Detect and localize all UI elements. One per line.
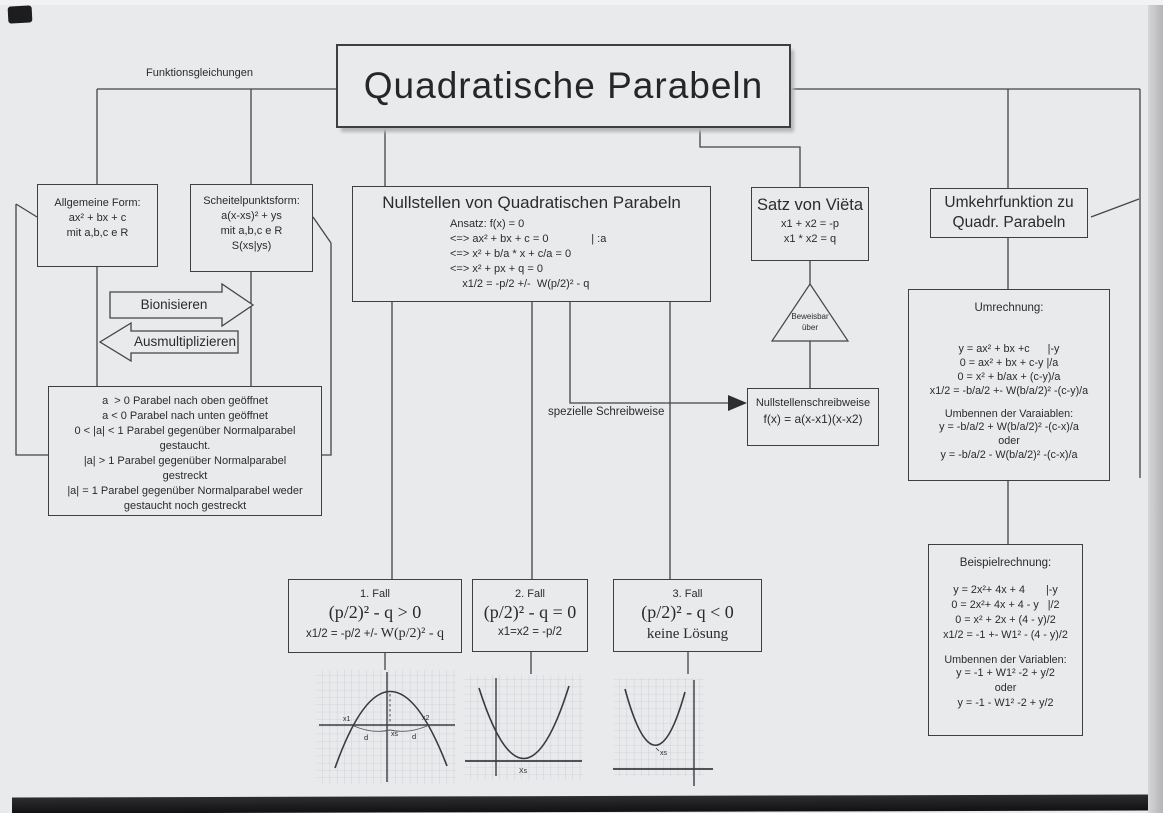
block-arrow-ausmultiplizieren	[98, 321, 239, 363]
beispielrechnung-derivation: y = 2x²+ 4x + 4 |-y 0 = 2x²+ 4x + 4 - y …	[943, 584, 1068, 641]
page-title: Quadratische Parabeln	[363, 65, 764, 106]
allgemeine-form-text: Allgemeine Form: ax² + bx + c mit a,b,c …	[54, 197, 141, 239]
beispielrechnung-title: Beispielrechnung:	[959, 557, 1052, 569]
box-fall-1: 1. Fall (p/2)² - q > 0 x1/2 = -p/2 +/- W…	[288, 579, 462, 653]
label-xs: xs	[391, 731, 399, 738]
label-x1: x1	[343, 716, 351, 723]
beispielrechnung-result: y = -1 + W1² -2 + y/2 oder y = -1 - W1² …	[956, 667, 1055, 709]
arrow-label-ausmultiplizieren: Ausmultiplizieren	[133, 334, 237, 349]
graph-fall-3: xs	[613, 678, 713, 786]
scan-artifact-top-edge	[0, 0, 1163, 5]
fall-1-result: x1/2 = -p/2 +/- W(p/2)² - q	[305, 626, 445, 641]
grid-paper	[464, 675, 583, 780]
umrechnung-derivation: y = ax² + bx +c |-y 0 = ax² + bx + c-y |…	[929, 343, 1089, 397]
fall-2-name: 2. Fall	[515, 588, 545, 600]
parabola-touching	[478, 685, 570, 760]
beispielrechnung-subtitle: Umbennen der Variablen:	[944, 654, 1067, 666]
fall-3-condition: (p/2)² - q < 0	[641, 602, 734, 622]
grid-paper	[614, 678, 704, 776]
fall-1-condition: (p/2)² - q > 0	[328, 602, 422, 622]
parabola-down	[334, 690, 448, 769]
block-arrow-bionisieren	[109, 282, 255, 328]
graph-fall-1: x1 x2 xs d d	[316, 670, 456, 784]
beweisbar-label-2: über	[801, 323, 818, 332]
distance-arcs	[353, 725, 428, 732]
graph-fall-2: Xs	[464, 675, 583, 780]
box-nullstellen: Nullstellen von Quadratischen Parabeln A…	[352, 186, 711, 302]
fall-2-condition: (p/2)² - q = 0	[483, 602, 577, 622]
scan-artifact-blob	[7, 5, 33, 24]
arrowhead-right-icon	[728, 395, 747, 411]
main-title-box: Quadratische Parabeln	[336, 44, 791, 128]
label-d-left: d	[364, 733, 368, 742]
scheitelpunktsform-text: Scheitelpunktsform: a(x-xs)² + ys mit a,…	[203, 195, 300, 252]
nullstellen-title: Nullstellen von Quadratischen Parabeln	[382, 193, 681, 212]
connector-lines	[15, 88, 1141, 674]
box-parabel-eigenschaften: a > 0 Parabel nach oben geöffnet a < 0 P…	[48, 386, 322, 516]
grid-paper	[316, 670, 456, 784]
box-umrechnung: Umrechnung: y = ax² + bx +c |-y 0 = ax² …	[908, 289, 1110, 481]
fall-1-name: 1. Fall	[360, 588, 390, 600]
box-scheitelpunktsform: Scheitelpunktsform: a(x-xs)² + ys mit a,…	[190, 184, 313, 272]
umrechnung-title: Umrechnung:	[974, 302, 1044, 314]
box-fall-2: 2. Fall (p/2)² - q = 0 x1=x2 = -p/2	[472, 579, 588, 652]
fall-3-name: 3. Fall	[672, 588, 703, 600]
parabel-eigenschaften-text: a > 0 Parabel nach oben geöffnet a < 0 P…	[67, 395, 303, 512]
vieta-formulas: x1 + x2 = -p x1 * x2 = q	[780, 218, 840, 245]
box-allgemeine-form: Allgemeine Form: ax² + bx + c mit a,b,c …	[37, 184, 158, 267]
umrechnung-result: y = -b/a/2 + W(b/a/2)² -(c-x)/a oder y =…	[939, 421, 1079, 461]
scan-artifact-right-edge	[1148, 0, 1163, 813]
umrechnung-subtitle: Umbennen der Varaiablen:	[944, 408, 1074, 420]
box-beispielrechnung: Beispielrechnung: y = 2x²+ 4x + 4 |-y 0 …	[928, 544, 1083, 736]
nullstellenschreibweise-formula: f(x) = a(x-x1)(x-x2)	[763, 412, 863, 426]
beweisbar-label-1: Beweisbar	[791, 312, 829, 321]
fall-3-result: keine Lösung	[646, 626, 729, 642]
arrow-label-bionisieren: Bionisieren	[140, 297, 208, 312]
parabola-above-axis	[624, 688, 686, 747]
scan-artifact-bottom-bar	[11, 794, 1163, 813]
umkehrfunktion-text: Umkehrfunktion zu Quadr. Parabeln	[944, 194, 1074, 231]
beweisbar-triangle	[770, 282, 850, 342]
box-fall-3: 3. Fall (p/2)² - q < 0 keine Lösung	[613, 579, 762, 652]
vertex-tick	[655, 747, 660, 752]
label-x2: x2	[422, 715, 430, 722]
vieta-title: Satz von Viëta	[756, 196, 864, 214]
label-funktionsgleichungen: Funktionsgleichungen	[146, 67, 254, 79]
fall-2-result: x1=x2 = -p/2	[498, 626, 562, 638]
box-satz-von-vieta: Satz von Viëta x1 + x2 = -p x1 * x2 = q	[751, 187, 869, 261]
label-xs: Xs	[519, 768, 528, 775]
box-nullstellenschreibweise: Nullstellenschreibweise f(x) = a(x-x1)(x…	[747, 388, 879, 446]
label-spezielle-schreibweise: spezielle Schreibweise	[548, 406, 665, 418]
nullstellen-derivation: Ansatz: f(x) = 0 <=> ax² + bx + c = 0 | …	[450, 218, 607, 290]
label-xs: xs	[660, 750, 668, 757]
nullstellenschreibweise-title: Nullstellenschreibweise	[755, 397, 871, 409]
label-d-right: d	[412, 732, 416, 741]
box-umkehrfunktion: Umkehrfunktion zu Quadr. Parabeln	[930, 188, 1088, 238]
